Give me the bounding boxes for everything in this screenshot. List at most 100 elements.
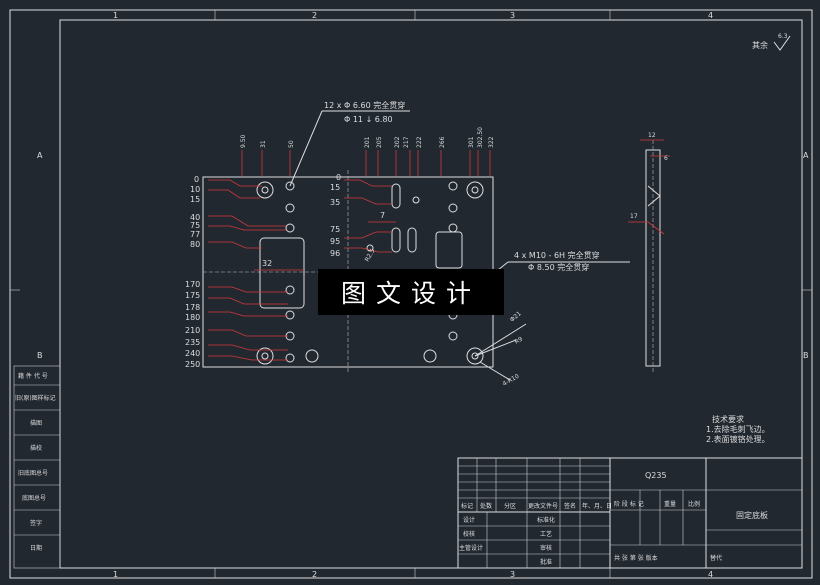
top-dim-10: 302.50 (477, 127, 484, 148)
mid-dim-1: 15 (330, 183, 340, 192)
roughness-symbol (773, 35, 791, 51)
stage-label-2: 比例 (688, 500, 700, 508)
role2-3: 批准 (540, 558, 552, 566)
top-dim-6: 217 (403, 136, 410, 148)
header-1: 处数 (480, 502, 492, 510)
strip-label-0: 籍 件 代 号 (18, 372, 48, 380)
tech-req-title: 技术要求 (712, 414, 744, 424)
dim-32: 32 (262, 259, 272, 268)
header-3: 更改文件号 (528, 502, 558, 510)
role-2: 主管设计 (459, 544, 483, 552)
left-dim-4: 75 (190, 221, 200, 230)
header-4: 签名 (564, 502, 576, 510)
zone-col-3: 3 (510, 11, 515, 20)
top-dim-11: 322 (488, 136, 495, 148)
mid-dim-2: 35 (330, 198, 340, 207)
side-dim-12: 12 (648, 132, 656, 139)
slot-2 (391, 227, 401, 253)
zone-row-a-left: A (37, 151, 43, 160)
callout-r21: Φ21 (509, 310, 523, 323)
hole-note-2-line1: 4 x M10 - 6H 完全贯穿 (514, 250, 600, 260)
top-dim-labels: 9.50 31 50 201 205 202 217 222 266 301 3… (240, 127, 495, 148)
strip-label-4: 旧底图总号 (18, 469, 48, 477)
zone-col-1-bottom: 1 (113, 570, 118, 579)
left-dim-2: 15 (190, 195, 200, 204)
slot-1 (391, 183, 401, 209)
left-dim-11: 210 (185, 326, 200, 335)
callout-r9: R9 (514, 336, 525, 346)
r9-leader (474, 339, 517, 357)
zone-row-b-right: B (803, 351, 809, 360)
corner-holes (256, 181, 484, 365)
left-strip: 籍 件 代 号 旧(原)图样标记 描图 描校 旧底图总号 底图总号 签字 日期 (13, 365, 61, 569)
zone-col-4: 4 (708, 11, 713, 20)
strip-label-2: 描图 (30, 419, 42, 427)
left-dim-8: 175 (185, 291, 200, 300)
callout-leader-1 (289, 110, 410, 187)
top-dim-9: 301 (468, 136, 475, 148)
left-dim-3: 40 (190, 213, 200, 222)
role-1: 校核 (463, 530, 475, 538)
title-block (457, 457, 803, 569)
left-dim-6: 80 (190, 240, 200, 249)
mid-dim-4: 95 (330, 237, 340, 246)
sheet-label-1: 替代 (710, 554, 722, 562)
left-dim-1: 10 (190, 185, 200, 194)
zone-row-b-left: B (37, 351, 43, 360)
stage-label-0: 阶 段 标 记 (614, 500, 644, 508)
r21-leader (474, 323, 527, 357)
top-dim-0: 9.50 (240, 134, 247, 148)
hole-note-1-line1: 12 x Φ 6.60 完全贯穿 (324, 100, 405, 110)
zone-col-2: 2 (312, 11, 317, 20)
callout-4r10: 4-R10 (502, 373, 521, 388)
left-dim-7: 170 (185, 280, 200, 289)
small-holes (285, 181, 458, 363)
tech-req-line2: 2.表面镀铬处理。 (706, 434, 770, 444)
strip-label-7: 日期 (30, 544, 42, 552)
pocket-right (435, 231, 463, 269)
mid-dim-0: 0 (336, 173, 341, 182)
dim-r25: R2.5 (364, 247, 377, 263)
strip-label-3: 描校 (30, 444, 42, 452)
role-0: 设计 (463, 516, 475, 524)
top-dim-3: 201 (364, 136, 371, 148)
left-dim-13: 240 (185, 349, 200, 358)
header-2: 分区 (504, 502, 516, 510)
header-0: 标记 (461, 502, 473, 510)
zone-col-4-bottom: 4 (708, 570, 713, 579)
top-dim-leaders (241, 150, 491, 176)
left-dim-10: 180 (185, 313, 200, 322)
top-dim-5: 202 (394, 136, 401, 148)
slot-3 (407, 227, 417, 253)
material: Q235 (645, 471, 667, 480)
role2-1: 工艺 (540, 530, 552, 538)
mid-dim-5: 96 (330, 249, 340, 258)
zone-row-a-right: A (803, 151, 809, 160)
hole-note-1-line2: Φ 11 ↓ 6.80 (344, 115, 393, 124)
role2-0: 标准化 (537, 516, 555, 524)
sheet-label-0: 共 张 第 张 版本 (614, 554, 658, 562)
strip-label-1: 旧(原)图样标记 (15, 394, 56, 402)
mid-dim-leaders (344, 179, 392, 253)
part-name: 固定底板 (736, 510, 768, 520)
left-dim-12: 235 (185, 338, 200, 347)
4r10-leader (479, 361, 511, 381)
roughness-value: 6.3 (778, 33, 788, 40)
stage-label-1: 重量 (664, 500, 676, 508)
side-dim-17: 17 (630, 213, 638, 220)
mid-dim-labels: 0 15 35 75 95 96 (330, 173, 341, 258)
sheet-inner-border (59, 19, 803, 569)
watermark-banner: 图文设计 (318, 269, 504, 315)
pocket-left (259, 237, 305, 309)
tech-req-line1: 1.去除毛刺飞边。 (706, 424, 770, 434)
sheet-outer-border (9, 9, 813, 579)
top-dim-7: 222 (416, 136, 423, 148)
surface-note: 其余 (752, 40, 768, 50)
top-dim-4: 205 (376, 136, 383, 148)
side-view (628, 139, 670, 372)
left-dim-leaders (208, 179, 288, 361)
left-dim-0: 0 (194, 175, 199, 184)
top-dim-1: 31 (260, 140, 267, 148)
